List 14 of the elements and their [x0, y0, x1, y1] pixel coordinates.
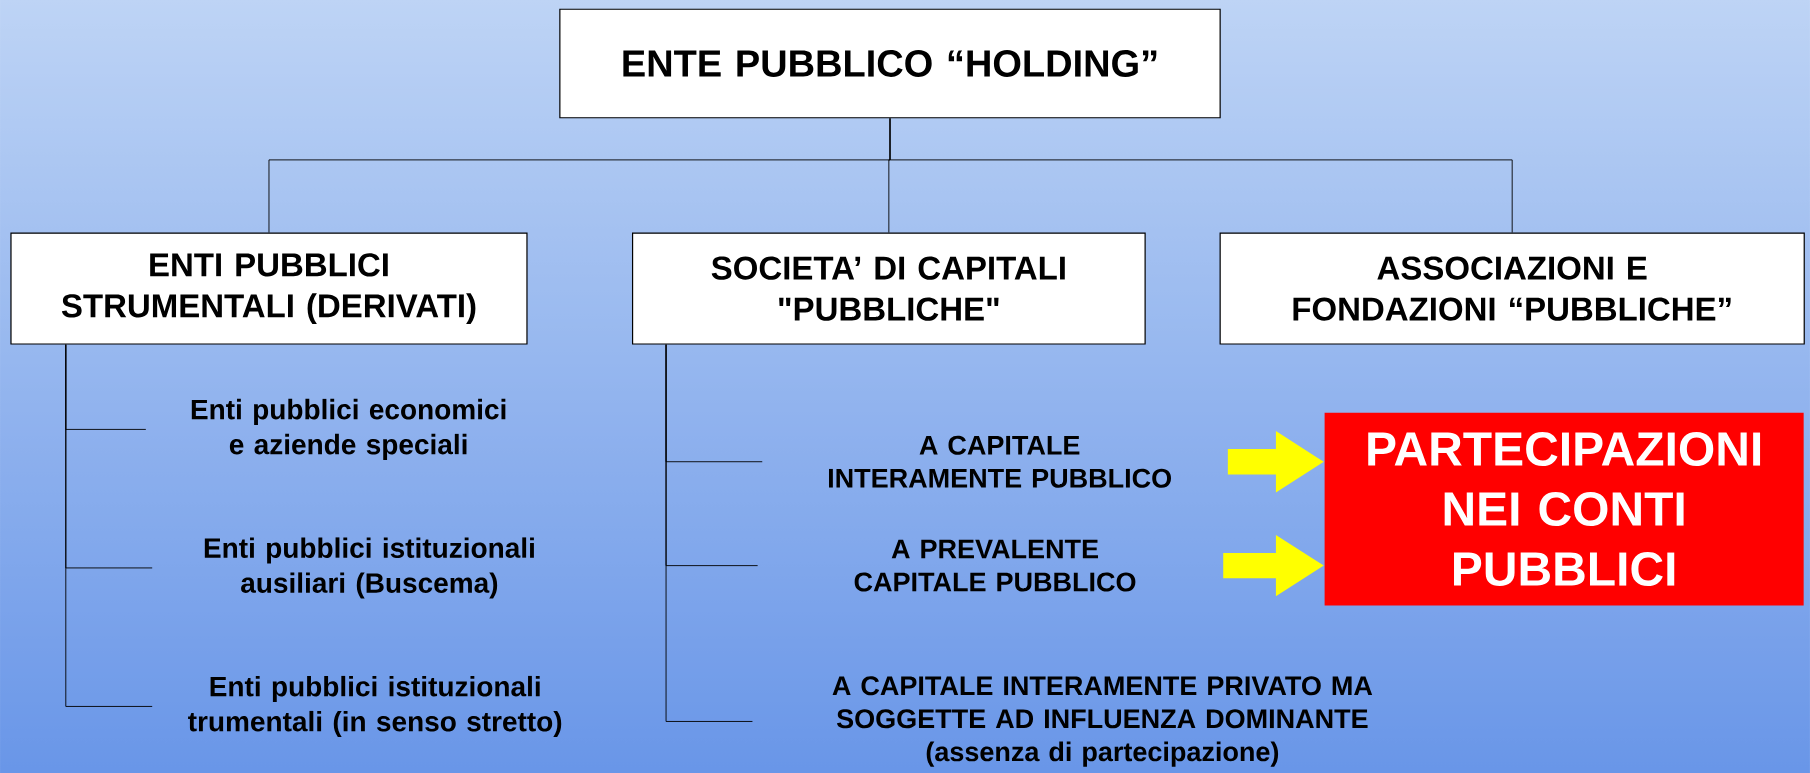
- item-text: A CAPITALE INTERAMENTE PRIVATO MA SOGGETTE AD INFLUENZA DOMINANTE (assenza di partecipazione): [832, 676, 1373, 767]
- category-box: ASSOCIAZIONI E FONDAZIONI “PUBBLICHE”: [1219, 232, 1805, 345]
- highlight-box: PARTECIPAZIONI NEI CONTI PUBBLICI: [1324, 412, 1804, 606]
- category-box: SOCIETA’ DI CAPITALI "PUBBLICHE": [632, 232, 1146, 345]
- item-text: A PREVALENTE CAPITALE PUBBLICO: [854, 539, 1136, 592]
- title-box: ENTE PUBBLICO “HOLDING”: [559, 8, 1221, 119]
- item-text: Enti pubblici istituzionali trumentali (in senso stretto): [188, 675, 562, 737]
- item-text: A CAPITALE INTERAMENTE PUBBLICO: [828, 435, 1171, 488]
- item-text: Enti pubblici istituzionali ausiliari (Buscema): [204, 537, 534, 599]
- connector-line: [889, 117, 1513, 233]
- connector-line: [65, 343, 153, 707]
- connector-line: [665, 343, 753, 722]
- item-text: Enti pubblici economici e aziende speciali: [191, 398, 506, 460]
- category-box: ENTI PUBBLICI STRUMENTALI (DERIVATI): [10, 232, 528, 345]
